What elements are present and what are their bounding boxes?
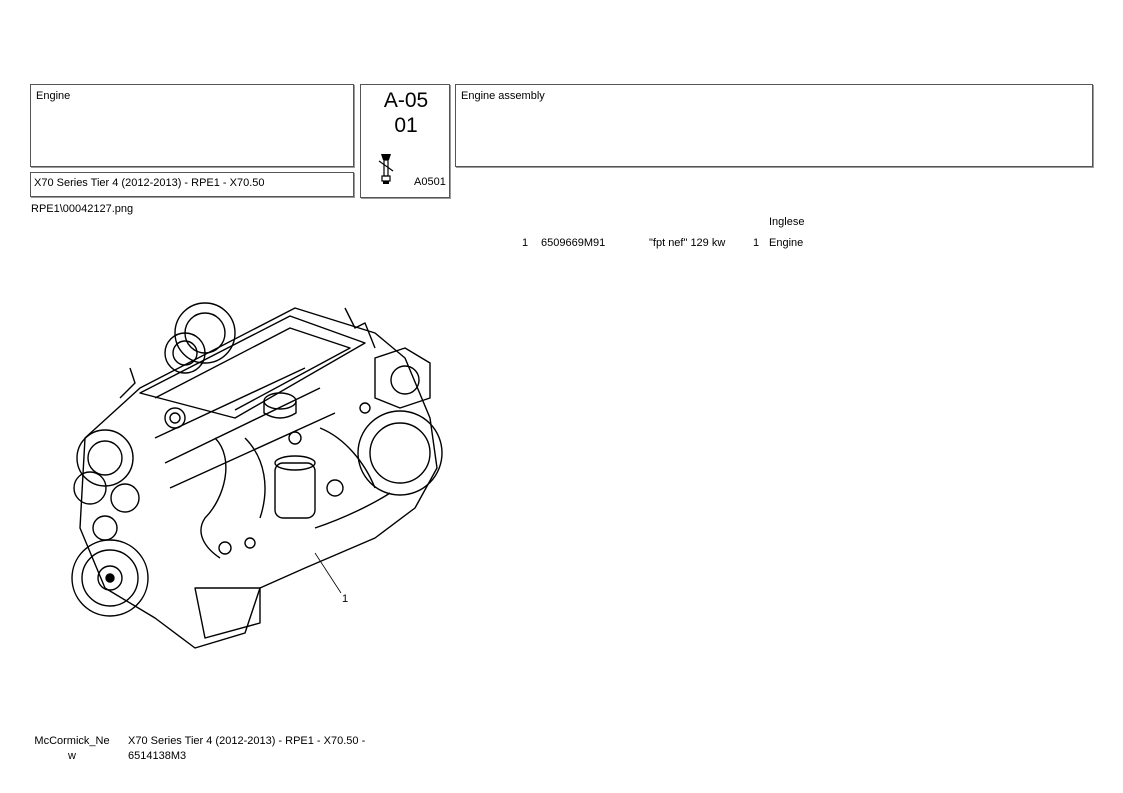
row-position: 1 <box>522 237 529 249</box>
row-quantity: 1 <box>753 237 760 249</box>
engine-part-icon <box>378 154 394 184</box>
group-name: Engine <box>36 90 71 102</box>
footer-brand: McCormick_Ne w <box>30 734 114 764</box>
section-description: Engine assembly <box>461 90 545 102</box>
footer-brand-line1: McCormick_Ne <box>34 735 110 747</box>
footer-brand-line2: w <box>68 750 76 762</box>
description-box: Engine assembly <box>455 84 1093 167</box>
section-ref: A0501 <box>414 176 446 188</box>
model-line-box: X70 Series Tier 4 (2012-2013) - RPE1 - X… <box>30 172 354 197</box>
engine-exploded-drawing: 1 <box>71 302 443 649</box>
language-header: Inglese <box>769 216 805 228</box>
footer-description: X70 Series Tier 4 (2012-2013) - RPE1 - X… <box>128 734 388 764</box>
footer-desc-line2: 6514138M3 <box>128 750 187 762</box>
group-name-box: Engine <box>30 84 354 167</box>
row-note: "fpt nef" 129 kw <box>649 237 726 249</box>
section-sub-code: 01 <box>394 114 418 137</box>
section-code: A-05 <box>383 89 429 112</box>
row-description: Engine <box>769 237 804 249</box>
model-line: X70 Series Tier 4 (2012-2013) - RPE1 - X… <box>34 177 265 189</box>
drawing-callout: 1 <box>342 593 348 605</box>
row-part-number[interactable]: 6509669M91 <box>541 237 606 249</box>
footer-desc-line1: X70 Series Tier 4 (2012-2013) - RPE1 - X… <box>128 735 366 747</box>
image-file-name: RPE1\00042127.png <box>31 203 134 215</box>
section-code-box: A-05 01 A0501 <box>360 84 450 198</box>
